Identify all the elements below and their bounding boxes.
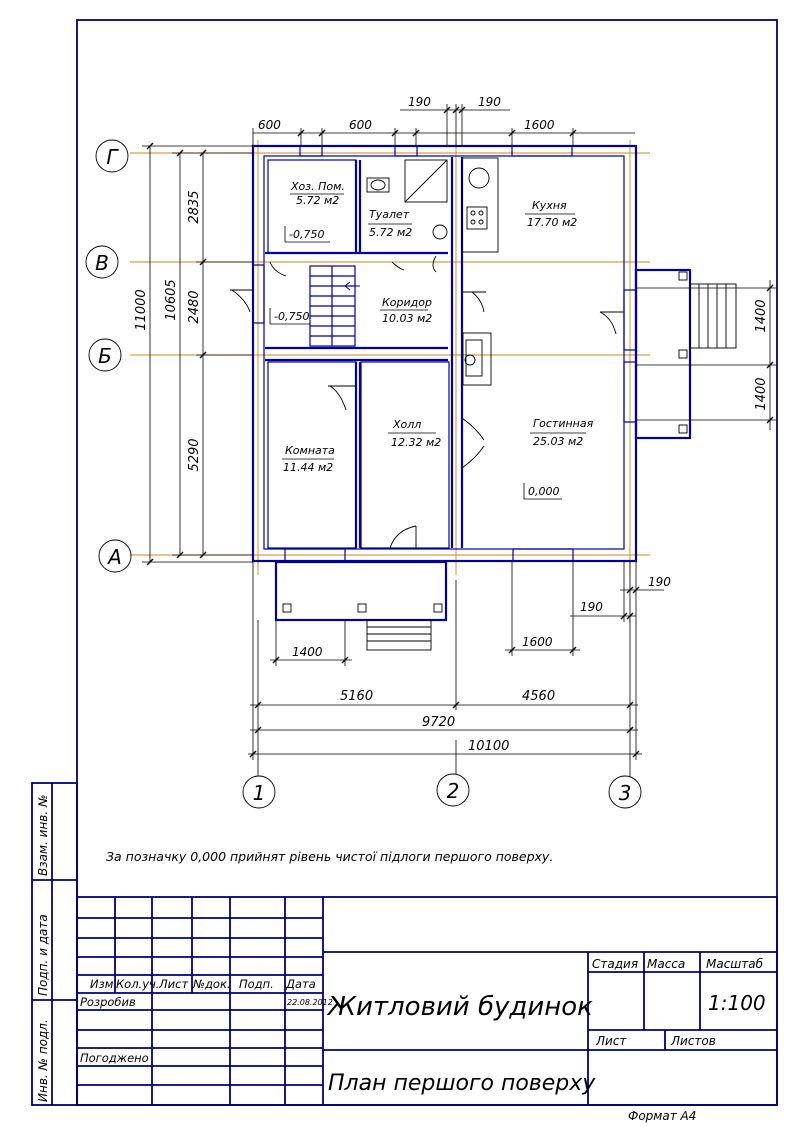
stamp-sign-date: Подп. и дата — [36, 914, 50, 996]
interior-stair — [309, 265, 360, 347]
stage-label: Стадия — [592, 957, 638, 971]
sheet-title: План першого поверху — [328, 1071, 596, 1096]
col-data: Дата — [285, 977, 316, 991]
dim-top-600-b: 600 — [349, 118, 372, 132]
dim-bottom-window-1600: 1600 — [522, 635, 553, 649]
col-podp: Подп. — [239, 977, 274, 991]
level-living: 0,000 — [528, 485, 560, 498]
room-name-kitchen: Кухня — [532, 199, 567, 212]
grid-lines — [130, 140, 650, 575]
dim-bottom-10100: 10100 — [468, 739, 509, 754]
col-kol-uch: Кол.уч. — [116, 977, 159, 991]
dim-right-1400-b: 1400 — [754, 377, 769, 410]
mass-label: Масса — [647, 957, 685, 971]
room-area-bedroom: 11.44 м2 — [283, 461, 333, 474]
axis-number-1: 1 — [253, 781, 266, 805]
axis-letter-marks: Г В Б А — [85, 139, 132, 573]
col-list: Лист — [158, 977, 188, 991]
level-marks: -0,750 -0,750 0,000 — [269, 226, 562, 500]
col-izm: Изм — [90, 977, 114, 991]
room-area-toilet: 5.72 м2 — [369, 226, 412, 239]
room-name-corridor: Коридор — [382, 296, 432, 309]
top-dimensions: 600 600 1600 190 190 — [252, 95, 635, 146]
dim-top-1600: 1600 — [524, 118, 555, 132]
room-name-hall: Холл — [392, 418, 421, 431]
dim-top-600-a: 600 — [258, 118, 281, 132]
role-approved: Погоджено — [80, 1051, 149, 1065]
level-corridor: -0,750 — [274, 310, 309, 323]
dim-left-2480: 2480 — [187, 290, 202, 323]
bottom-dimensions: 1400 1600 190 190 5160 4560 9720 — [248, 562, 671, 760]
level-storage: -0,750 — [289, 228, 324, 241]
left-dimensions: 11000 10605 2835 2480 5290 — [134, 142, 253, 566]
dim-left-11000: 11000 — [134, 289, 149, 330]
scale-label: Масштаб — [706, 957, 764, 971]
scale-value: 1:100 — [708, 991, 766, 1015]
front-porch — [274, 560, 448, 651]
right-dimensions: 1400 1400 — [636, 280, 776, 430]
dim-top-190-a: 190 — [408, 95, 431, 109]
axis-letter-g: Г — [106, 145, 119, 169]
side-stamp: Инв. № подл. Подп. и дата Взам. инв. № — [31, 782, 78, 1106]
dim-bottom-9720: 9720 — [422, 715, 455, 730]
axis-number-marks: 1 2 3 — [242, 740, 642, 809]
room-area-living: 25.03 м2 — [533, 435, 583, 448]
room-area-hall: 12.32 м2 — [391, 436, 441, 449]
dim-bottom-190-b: 190 — [580, 600, 603, 614]
axis-letter-b: Б — [98, 344, 112, 368]
axis-letter-v: В — [95, 251, 109, 275]
level-note: За позначку 0,000 прийнят рівень чистої … — [106, 849, 553, 864]
date-value: 22.08.2012 — [287, 998, 333, 1007]
dim-bottom-190-a: 190 — [648, 575, 671, 589]
room-name-toilet: Туалет — [369, 208, 410, 221]
format-label: Формат А4 — [628, 1109, 696, 1123]
dim-left-5290: 5290 — [187, 438, 202, 471]
sheets-label: Листов — [670, 1034, 716, 1048]
project-title: Житловий будинок — [326, 992, 593, 1022]
dim-left-2835: 2835 — [187, 190, 202, 223]
room-labels: Хоз. Пом. 5.72 м2 Туалет 5.72 м2 Кухня 1… — [282, 180, 594, 474]
dim-bottom-5160: 5160 — [340, 689, 373, 704]
door-swings — [230, 255, 624, 549]
dim-right-1400-a: 1400 — [754, 299, 769, 332]
sheet-label: Лист — [595, 1034, 627, 1048]
axis-letter-a: А — [106, 545, 122, 569]
room-name-living: Гостинная — [533, 417, 594, 430]
dim-top-190-b: 190 — [478, 95, 501, 109]
room-area-kitchen: 17.70 м2 — [527, 216, 577, 229]
exterior-walls — [251, 144, 638, 563]
stamp-inv-no: Инв. № подл. — [36, 1019, 50, 1102]
side-porch — [634, 268, 737, 440]
window-marks — [252, 145, 637, 562]
title-block: Изм Кол.уч. Лист №док. Подп. Дата Розроб… — [76, 896, 778, 1106]
col-no-doc: №док. — [192, 977, 231, 991]
stamp-replace-inv: Взам. инв. № — [36, 795, 50, 876]
axis-number-3: 3 — [619, 781, 632, 805]
fixtures — [366, 157, 499, 386]
dim-left-10605: 10605 — [164, 279, 179, 320]
room-area-corridor: 10.03 м2 — [382, 312, 432, 325]
room-name-bedroom: Комната — [285, 444, 335, 457]
axis-number-2: 2 — [447, 779, 460, 803]
role-developer: Розробив — [80, 995, 136, 1009]
interior-walls — [265, 157, 464, 549]
room-name-storage: Хоз. Пом. — [290, 180, 345, 193]
dim-bottom-4560: 4560 — [522, 689, 555, 704]
room-area-storage: 5.72 м2 — [296, 194, 339, 207]
dim-bottom-porch-1400: 1400 — [292, 645, 323, 659]
